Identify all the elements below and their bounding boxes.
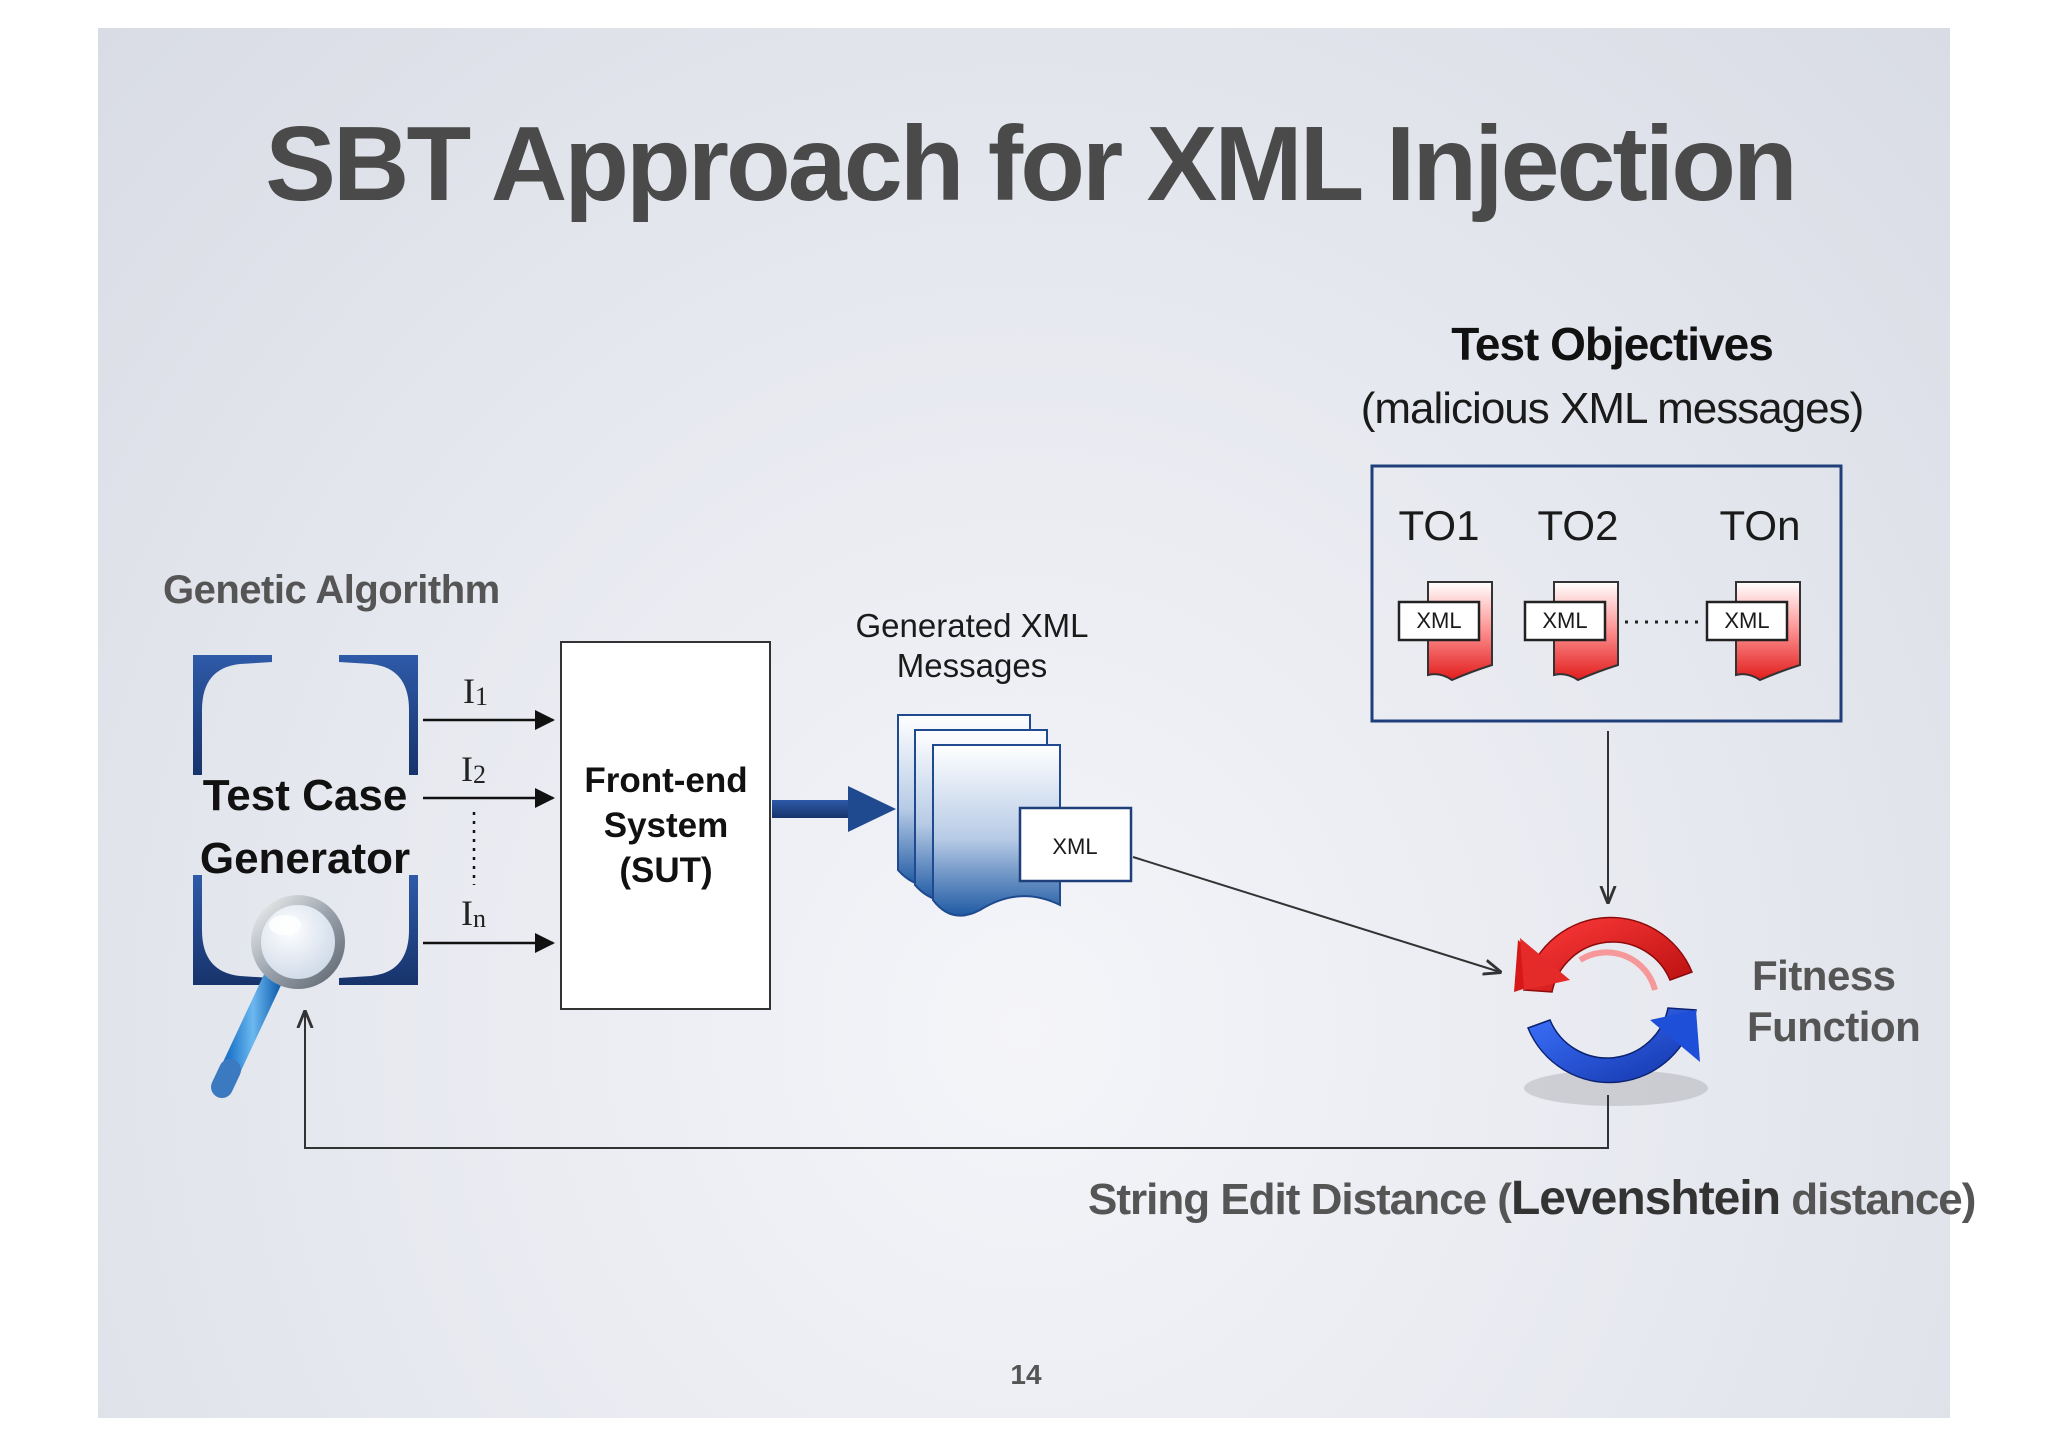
fitness-label-line1: Fitness	[1752, 952, 1896, 999]
objective-label-n: TOn	[1720, 502, 1801, 549]
objective-doc-1: XML	[1397, 581, 1493, 682]
objective-doc-2: XML	[1523, 581, 1619, 682]
test-objectives-box: TO1 TO2 TOn XML XML XML	[1370, 464, 1843, 723]
objective-doc-2-label: XML	[1542, 608, 1587, 633]
distance-label: String Edit Distance (Levenshtein distan…	[1088, 1172, 1975, 1225]
input-i2-label: I2	[461, 749, 486, 789]
fitness-label-line2: Function	[1747, 1003, 1920, 1050]
objective-doc-1-label: XML	[1416, 608, 1461, 633]
input-in-label: In	[461, 893, 486, 933]
magnifier-icon	[211, 895, 345, 1098]
sut-label-line1: Front-end	[584, 761, 747, 800]
objective-doc-n: XML	[1705, 581, 1801, 682]
generated-messages-line2: Messages	[897, 647, 1047, 684]
generated-doc-xml-label: XML	[1052, 834, 1097, 859]
test-objectives-title: Test Objectives	[1451, 318, 1773, 370]
test-objectives-subtitle: (malicious XML messages)	[1361, 384, 1864, 433]
page-number: 14	[1010, 1359, 1042, 1390]
generated-documents-stack: XML	[897, 714, 1133, 917]
slide-title: SBT Approach for XML Injection	[265, 105, 1795, 223]
sut-label-line2: System	[604, 806, 729, 845]
input-arrows	[423, 710, 555, 953]
generator-label-line2: Generator	[200, 834, 410, 883]
sut-label-line3: (SUT)	[619, 851, 712, 890]
sut-box: Front-end System (SUT)	[560, 641, 771, 1010]
generated-messages-line1: Generated XML	[856, 607, 1089, 644]
objective-label-2: TO2	[1538, 502, 1619, 549]
xml-to-fitness-arrow	[1132, 856, 1500, 972]
sut-output-arrow	[772, 786, 896, 832]
genetic-algorithm-label: Genetic Algorithm	[163, 568, 500, 612]
input-i1-label: I1	[463, 671, 488, 711]
refresh-cycle-icon	[1514, 916, 1708, 1106]
feedback-loop-arrow	[305, 1012, 1609, 1149]
objective-label-1: TO1	[1399, 502, 1480, 549]
test-case-generator: Test Case Generator	[193, 655, 418, 985]
objective-doc-n-label: XML	[1724, 608, 1769, 633]
generator-label-line1: Test Case	[203, 771, 408, 820]
